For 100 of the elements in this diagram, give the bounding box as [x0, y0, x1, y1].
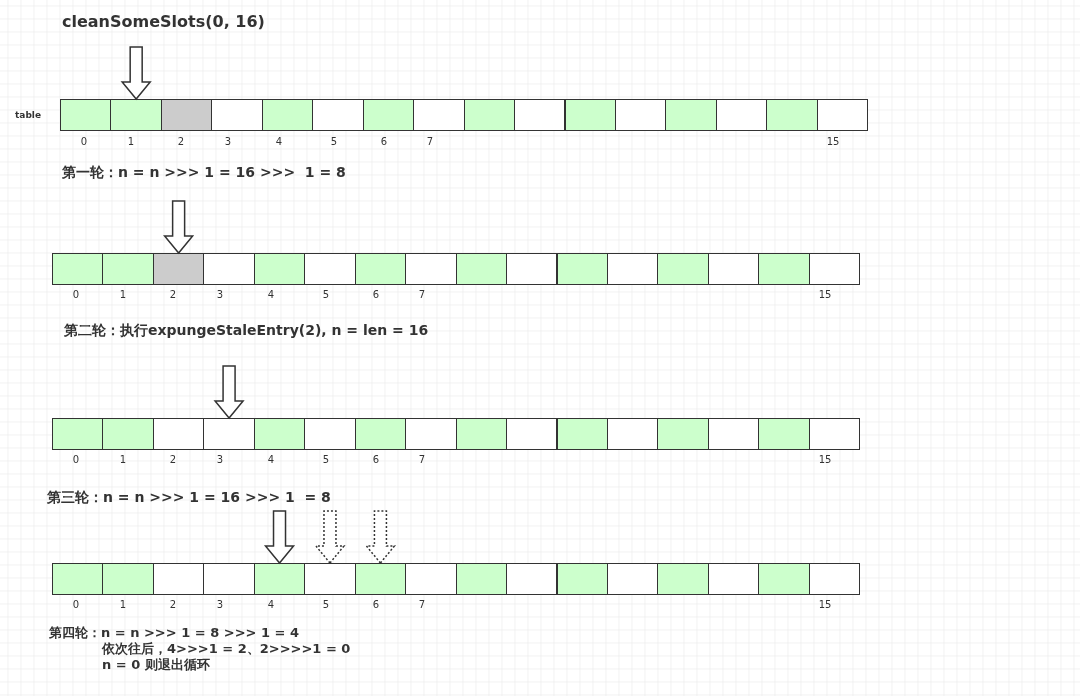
block-arrow: [213, 365, 245, 420]
array-cell: [606, 253, 659, 285]
array-cell: [556, 563, 608, 595]
array-cell: [758, 253, 810, 285]
index-number: 4: [267, 455, 275, 465]
array-cell: [152, 418, 205, 450]
index-number: 3: [216, 600, 224, 610]
array-cell: [405, 418, 457, 450]
array-cell: [102, 253, 154, 285]
array-cell: [253, 253, 306, 285]
index-number: 5: [330, 137, 338, 147]
index-number: 2: [177, 137, 185, 147]
array-cell: [203, 563, 255, 595]
array-cell: [160, 99, 213, 131]
array-cell: [514, 99, 566, 131]
round-note: 第二轮：执行expungeStaleEntry(2), n = len = 16: [64, 323, 429, 337]
array-cell: [657, 253, 709, 285]
array-cell: [808, 418, 861, 450]
index-number: 15: [818, 290, 832, 300]
array-cell: [253, 418, 306, 450]
array-cell: [556, 253, 608, 285]
index-number: 5: [322, 455, 330, 465]
index-number: 6: [372, 600, 380, 610]
array-cell: [808, 253, 861, 285]
array-cell: [354, 253, 407, 285]
array-cell: [455, 253, 508, 285]
array-cell: [816, 99, 869, 131]
array-cell: [665, 99, 717, 131]
index-number: 6: [372, 290, 380, 300]
array-cell: [203, 418, 255, 450]
round-note: 第一轮：n = n >>> 1 = 16 >>> 1 = 8: [62, 165, 346, 179]
index-number: 4: [267, 290, 275, 300]
array-cell: [657, 563, 709, 595]
array-cell: [304, 563, 356, 595]
block-arrow: [263, 510, 296, 565]
array-cell: [657, 418, 709, 450]
index-number: 7: [418, 455, 426, 465]
array-cell: [152, 563, 205, 595]
array-cell: [506, 253, 558, 285]
array-cell: [304, 418, 356, 450]
block-arrow: [163, 200, 195, 255]
index-number: 3: [216, 455, 224, 465]
index-number: 4: [267, 600, 275, 610]
index-number: 5: [322, 600, 330, 610]
array-cell: [758, 563, 810, 595]
index-number: 3: [224, 137, 232, 147]
array-cell: [455, 563, 508, 595]
round-note: 第四轮：n = n >>> 1 = 8 >>> 1 = 4: [49, 626, 299, 639]
dotted-block-arrow: [364, 510, 396, 565]
array-cell: [304, 253, 356, 285]
array-cell: [52, 563, 104, 595]
array-cell: [211, 99, 263, 131]
index-number: 7: [418, 600, 426, 610]
index-number: 1: [127, 137, 135, 147]
index-number: 2: [169, 600, 177, 610]
array-cell: [463, 99, 516, 131]
array-cell: [707, 253, 760, 285]
index-number: 0: [72, 600, 80, 610]
array-cell: [707, 418, 760, 450]
index-number: 1: [119, 600, 127, 610]
array-cell: [405, 563, 457, 595]
index-number: 1: [119, 290, 127, 300]
array-cell: [354, 418, 407, 450]
array-cell: [606, 418, 659, 450]
dotted-block-arrow: [314, 510, 346, 565]
index-number: 4: [275, 137, 283, 147]
array-cell: [52, 418, 104, 450]
round-note: n = 0 则退出循环: [102, 658, 210, 671]
array-cell: [556, 418, 608, 450]
array-cell: [506, 563, 558, 595]
array-cell: [253, 563, 306, 595]
array-cell: [354, 563, 407, 595]
array-name: table: [15, 111, 41, 120]
round-note: 第三轮：n = n >>> 1 = 16 >>> 1 = 8: [47, 490, 331, 504]
index-number: 15: [826, 137, 840, 147]
array-cell: [110, 99, 162, 131]
array-cell: [102, 418, 154, 450]
index-number: 6: [372, 455, 380, 465]
array-cell: [261, 99, 314, 131]
title: cleanSomeSlots(0, 16): [62, 14, 265, 30]
array-cell: [564, 99, 616, 131]
block-arrow: [120, 46, 152, 101]
index-number: 0: [72, 455, 80, 465]
array-cell: [102, 563, 154, 595]
index-number: 3: [216, 290, 224, 300]
round-note: 依次往后，4>>>1 = 2、2>>>>1 = 0: [102, 642, 351, 655]
array-cell: [715, 99, 768, 131]
index-number: 7: [418, 290, 426, 300]
array-cell: [405, 253, 457, 285]
array-cell: [506, 418, 558, 450]
array-cell: [203, 253, 255, 285]
index-number: 0: [80, 137, 88, 147]
array-cell: [312, 99, 364, 131]
array-cell: [766, 99, 818, 131]
array-cell: [758, 418, 810, 450]
index-number: 7: [426, 137, 434, 147]
array-cell: [152, 253, 205, 285]
index-number: 2: [169, 290, 177, 300]
index-number: 5: [322, 290, 330, 300]
array-cell: [707, 563, 760, 595]
